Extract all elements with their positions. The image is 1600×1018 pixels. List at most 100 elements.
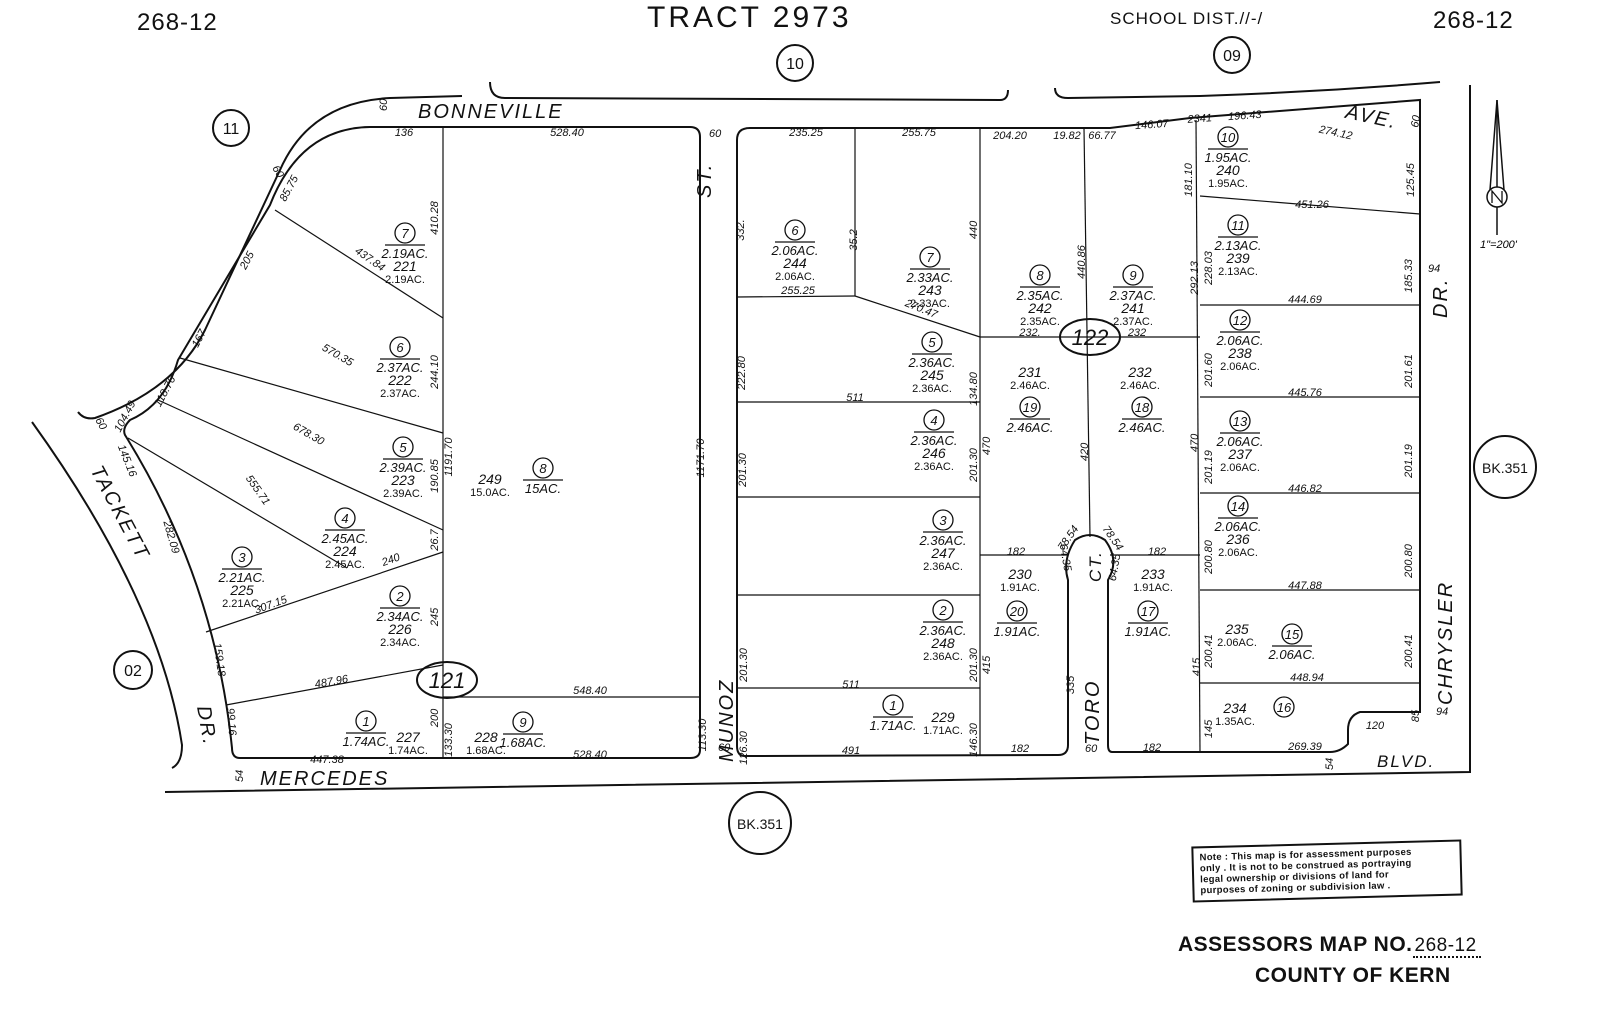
lot-acreage: 1.74AC.: [343, 734, 390, 749]
lot-number: 4: [930, 413, 937, 428]
book-ref-label: BK.351: [737, 816, 783, 832]
parcel-number: 237: [1227, 446, 1253, 462]
lot-number: 11: [1231, 218, 1245, 233]
book-ref-right[interactable]: BK.351: [1473, 435, 1537, 499]
dimension-label: 511: [842, 679, 860, 691]
dimension-label: 201.30: [968, 647, 980, 683]
lot-acreage: 2.36AC.: [910, 433, 958, 448]
street-chrysler: CHRYSLER: [1435, 581, 1457, 705]
lot-number: 15: [1285, 627, 1300, 642]
lot-number-circle: [1217, 126, 1239, 148]
page-ref-11[interactable]: 11: [212, 109, 250, 147]
dimension-label: 269.39: [1287, 741, 1322, 753]
lot-number-circle: [1227, 495, 1249, 517]
dimension-label: 420: [1079, 442, 1091, 461]
dimension-label: 491: [842, 745, 860, 757]
parcel-acreage: 2.13AC.: [1218, 266, 1258, 278]
dimension-label: 201.30: [968, 447, 980, 483]
lot-number-circle: [1019, 396, 1041, 418]
page-ref-10[interactable]: 10: [776, 44, 814, 82]
page-ref-09[interactable]: 09: [1213, 36, 1251, 74]
street-munoz-st: ST.: [694, 163, 716, 198]
parcel-acreage: 2.06AC.: [1218, 547, 1258, 559]
street-toro-ct: CT.: [1086, 550, 1105, 582]
dimension-label: 201.30: [738, 647, 750, 683]
footer-map-number: 268-12: [1412, 935, 1481, 958]
lot-acreage: 2.06AC.: [1214, 519, 1262, 534]
lot-acreage: 2.06AC.: [1268, 647, 1316, 662]
dimension-label: 185.33: [1403, 258, 1415, 293]
street-width: 54: [1324, 758, 1336, 770]
street-blvd: BLVD.: [1377, 752, 1435, 771]
lot-number: 9: [519, 715, 526, 730]
parcel-acreage: 2.06AC.: [1220, 361, 1260, 373]
dimension-label: 200.80: [1403, 543, 1415, 579]
lot-acreage: 1.91AC.: [994, 624, 1041, 639]
book-ref-bottom[interactable]: BK.351: [728, 791, 792, 855]
lot-acreage: 2.37AC.: [1109, 288, 1157, 303]
page-ref-02[interactable]: 02: [113, 650, 153, 690]
parcel-number: 230: [1007, 566, 1032, 582]
lot-acreage: 2.13AC.: [1214, 238, 1262, 253]
parcel-number: 249: [477, 471, 502, 487]
dimension-label: 126.30: [738, 730, 750, 765]
parcel-acreage: 2.21AC.: [222, 598, 262, 610]
lot-number-circle: [919, 246, 941, 268]
map-title: TRACT 2973: [647, 1, 852, 34]
dimension-label: 410.28: [429, 200, 441, 235]
street-mercedes: MERCEDES: [260, 768, 389, 790]
dimension-label: 201.30: [737, 452, 749, 488]
parcel-acreage: 1.95AC.: [1208, 178, 1248, 190]
lot-number-circle: [882, 694, 904, 716]
parcel-number: 234: [1222, 700, 1247, 716]
dimension-label: 118.76: [152, 374, 178, 409]
lot-number: 12: [1233, 313, 1248, 328]
dimension-label: 528.40: [573, 749, 608, 761]
dimension-label: 182: [1011, 743, 1029, 755]
lot-number-circle: [923, 409, 945, 431]
dimension-label: 159.18: [211, 642, 228, 678]
parcel-acreage: 2.06AC.: [1220, 462, 1260, 474]
dimension-label: 570.35: [320, 342, 356, 370]
lot-number: 13: [1233, 414, 1248, 429]
lot-number: 7: [926, 250, 934, 265]
parcel-number: 245: [919, 367, 944, 383]
dimension-label: 447.88: [1288, 580, 1323, 592]
lot-acreage: 1.68AC.: [500, 735, 547, 750]
dimension-label: 200: [429, 708, 441, 728]
dimension-label: 292.13: [1189, 260, 1201, 296]
block-label: 121: [429, 668, 466, 693]
lot-acreage: 2.36AC.: [919, 623, 967, 638]
street-bonneville: BONNEVILLE: [418, 101, 564, 123]
dimension-label: 181.10: [1183, 162, 1195, 197]
